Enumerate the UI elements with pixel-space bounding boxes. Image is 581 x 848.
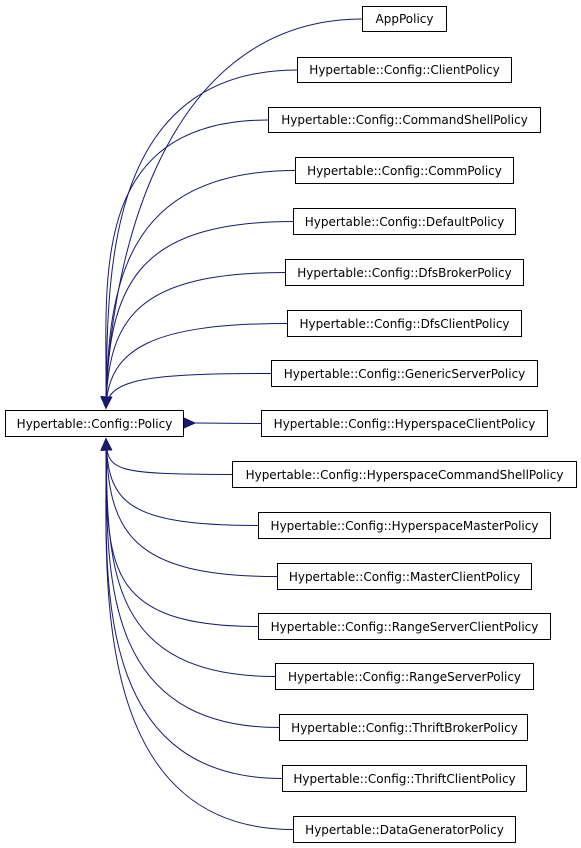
derived-class-box <box>287 310 522 337</box>
derived-class-box <box>271 360 538 387</box>
derived-class-label: Hypertable::Config::ThriftClientPolicy <box>293 772 515 786</box>
derived-class-label: Hypertable::Config::RangeServerPolicy <box>288 670 521 684</box>
derived-class-node[interactable]: Hypertable::Config::CommandShellPolicy <box>268 107 541 133</box>
derived-class-label: Hypertable::Config::DfsBrokerPolicy <box>297 266 511 280</box>
derived-class-box <box>261 410 548 437</box>
base-class-node[interactable]: Hypertable::Config::Policy <box>5 410 184 437</box>
derived-class-box <box>295 157 514 184</box>
derived-class-label: Hypertable::Config::DefaultPolicy <box>305 215 505 229</box>
derived-class-label: Hypertable::Config::HyperspaceClientPoli… <box>274 417 536 431</box>
derived-class-box <box>258 512 551 539</box>
derived-class-node[interactable]: Hypertable::Config::GenericServerPolicy <box>271 360 538 387</box>
derived-class-box <box>362 6 447 32</box>
derived-class-label: Hypertable::Config::MasterClientPolicy <box>289 570 520 584</box>
inheritance-arrowhead <box>183 417 197 429</box>
inheritance-edge <box>105 438 259 526</box>
derived-class-node[interactable]: Hypertable::Config::ThriftClientPolicy <box>282 765 527 792</box>
base-class-box <box>5 410 184 437</box>
derived-class-label: Hypertable::Config::ClientPolicy <box>309 63 499 77</box>
derived-class-label: Hypertable::Config::HyperspaceCommandShe… <box>246 468 564 482</box>
inheritance-edge <box>105 170 296 409</box>
derived-class-box <box>279 714 528 741</box>
derived-class-box <box>277 563 532 590</box>
inheritance-edge <box>105 438 278 577</box>
inheritance-arrowhead <box>100 437 112 451</box>
derived-class-label: Hypertable::Config::RangeServerClientPol… <box>271 620 539 634</box>
derived-class-node[interactable]: Hypertable::Config::RangeServerPolicy <box>275 663 534 690</box>
derived-class-box <box>293 208 516 235</box>
inheritance-edge <box>105 221 294 409</box>
inheritance-edge <box>105 438 283 779</box>
derived-class-box <box>282 765 527 792</box>
inheritance-edge <box>105 438 294 830</box>
derived-class-node[interactable]: AppPolicy <box>362 6 447 32</box>
base-class-label: Hypertable::Config::Policy <box>17 417 173 431</box>
derived-class-box <box>275 663 534 690</box>
derived-class-label: Hypertable::Config::GenericServerPolicy <box>284 367 526 381</box>
derived-class-label: Hypertable::Config::CommPolicy <box>307 164 502 178</box>
inheritance-edge <box>194 422 262 424</box>
derived-class-box <box>268 107 541 133</box>
inheritance-edge <box>105 323 288 409</box>
inheritance-edge <box>105 438 233 475</box>
derived-class-node[interactable]: Hypertable::Config::ThriftBrokerPolicy <box>279 714 528 741</box>
derived-class-node[interactable]: Hypertable::Config::DfsClientPolicy <box>287 310 522 337</box>
derived-class-box <box>285 259 524 286</box>
inheritance-arrowhead <box>101 396 113 410</box>
derived-class-node[interactable]: Hypertable::Config::ClientPolicy <box>297 57 512 83</box>
derived-class-label: Hypertable::Config::DfsClientPolicy <box>299 317 509 331</box>
derived-class-box <box>258 613 551 640</box>
derived-class-node[interactable]: Hypertable::Config::DfsBrokerPolicy <box>285 259 524 286</box>
derived-class-node[interactable]: Hypertable::Config::DefaultPolicy <box>293 208 516 235</box>
derived-class-label: AppPolicy <box>376 12 434 26</box>
inheritance-edge <box>105 272 286 409</box>
inheritance-edge <box>105 119 269 409</box>
derived-class-node[interactable]: Hypertable::Config::HyperspaceMasterPoli… <box>258 512 551 539</box>
derived-class-label: Hypertable::Config::ThriftBrokerPolicy <box>291 721 518 735</box>
derived-class-node[interactable]: Hypertable::Config::HyperspaceClientPoli… <box>261 410 548 437</box>
derived-class-node[interactable]: Hypertable::Config::HyperspaceCommandShe… <box>232 461 577 488</box>
derived-class-box <box>297 57 512 83</box>
derived-class-node[interactable]: Hypertable::Config::MasterClientPolicy <box>277 563 532 590</box>
derived-class-node[interactable]: Hypertable::Config::CommPolicy <box>295 157 514 184</box>
derived-class-node[interactable]: Hypertable::DataGeneratorPolicy <box>293 816 516 843</box>
inheritance-edges <box>100 18 363 830</box>
derived-class-box <box>293 816 516 843</box>
derived-class-label: Hypertable::Config::HyperspaceMasterPoli… <box>271 519 539 533</box>
derived-class-node[interactable]: Hypertable::Config::RangeServerClientPol… <box>258 613 551 640</box>
derived-class-box <box>232 461 577 488</box>
derived-class-label: Hypertable::Config::CommandShellPolicy <box>281 113 528 127</box>
inheritance-edge <box>105 373 272 409</box>
derived-class-label: Hypertable::DataGeneratorPolicy <box>305 823 504 837</box>
